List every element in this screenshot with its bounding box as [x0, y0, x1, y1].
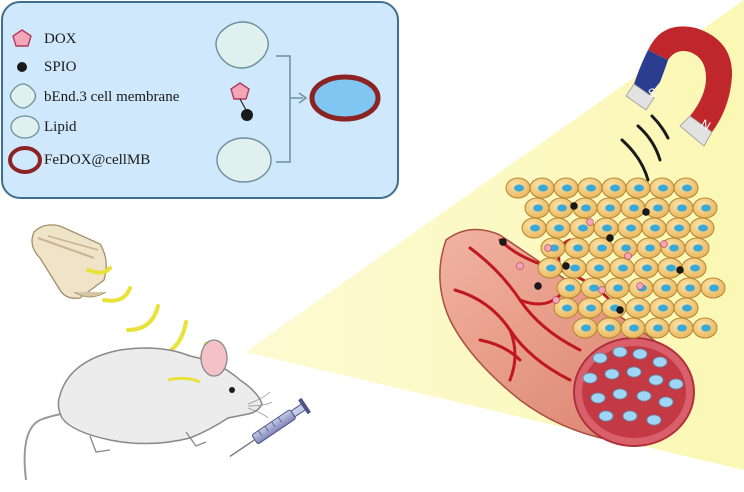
magnetic-field-arcs: [620, 114, 670, 182]
spio-particle: [642, 208, 650, 216]
dox-particle: [516, 262, 524, 270]
spio-particle: [676, 266, 684, 274]
cell-nucleus: [586, 184, 596, 192]
legend-panel: [1, 1, 399, 199]
light-device: [31, 224, 107, 299]
spio-particle: [616, 306, 624, 314]
cell-nucleus: [645, 244, 655, 252]
cell-nucleus: [578, 224, 588, 232]
cell-nucleus: [554, 224, 564, 232]
cell-nucleus: [581, 324, 591, 332]
cell-nucleus: [530, 224, 540, 232]
cell-nucleus: [549, 244, 559, 252]
cell-nucleus: [589, 284, 599, 292]
crossing-particles: [499, 202, 684, 314]
black-dot-icon: [17, 62, 27, 72]
horseshoe-magnet: [625, 26, 733, 147]
dox-particle: [636, 282, 644, 290]
cell-nucleus: [682, 184, 692, 192]
cell-nucleus: [661, 284, 671, 292]
dox-particle: [544, 244, 552, 252]
ellipse-icon: [10, 115, 40, 139]
legend-label-dox: DOX: [44, 31, 77, 47]
cell-nucleus: [701, 204, 711, 212]
cell-nucleus: [562, 304, 572, 312]
cell-nucleus: [565, 284, 575, 292]
vessel-nanoparticles: [582, 346, 684, 426]
cell-nucleus: [709, 284, 719, 292]
red-ring-icon: [8, 146, 42, 174]
cell-nucleus: [613, 284, 623, 292]
legend-label-spio: SPIO: [44, 59, 77, 75]
cell-nucleus: [669, 244, 679, 252]
cell-nucleus: [533, 204, 543, 212]
cell-nucleus: [618, 264, 628, 272]
dox-particle: [598, 286, 606, 294]
cell-nucleus: [658, 184, 668, 192]
spio-particle: [534, 282, 542, 290]
dox-particle: [660, 240, 668, 248]
cell-nucleus: [634, 304, 644, 312]
dox-particle: [586, 218, 594, 226]
cell-nucleus: [546, 264, 556, 272]
cell-nucleus: [666, 264, 676, 272]
cell-nucleus: [597, 244, 607, 252]
cell-nucleus: [629, 324, 639, 332]
spio-particle: [570, 202, 578, 210]
dox-spio-conjugate-dot: [241, 109, 253, 121]
cell-nucleus: [626, 224, 636, 232]
cell-nucleus: [557, 204, 567, 212]
cell-nucleus: [658, 304, 668, 312]
cell-nucleus: [674, 224, 684, 232]
cell-nucleus: [602, 224, 612, 232]
cell-nucleus: [642, 264, 652, 272]
cell-nucleus: [610, 184, 620, 192]
cell-nucleus: [570, 264, 580, 272]
cell-nucleus: [701, 324, 711, 332]
cell-nucleus: [581, 204, 591, 212]
dox-particle: [624, 252, 632, 260]
bracket-symbol: [276, 55, 291, 163]
pentagon-icon: [12, 29, 32, 47]
mouse-illustration: [23, 339, 273, 481]
cell-nucleus: [634, 184, 644, 192]
lipid-shape: [216, 137, 272, 183]
spio-particle: [606, 234, 614, 242]
cell-nucleus: [629, 204, 639, 212]
cell-nucleus: [562, 184, 572, 192]
cell-nucleus: [682, 304, 692, 312]
legend-label-membrane: bEnd.3 cell membrane: [44, 89, 180, 105]
cell-nucleus: [677, 204, 687, 212]
cell-nucleus: [514, 184, 524, 192]
cell-nucleus: [693, 244, 703, 252]
cell-nucleus: [698, 224, 708, 232]
spio-particle: [562, 262, 570, 270]
legend-label-product: FeDOX@cellMB: [44, 152, 151, 168]
cell-nucleus: [650, 224, 660, 232]
cell-nucleus: [677, 324, 687, 332]
cell-nucleus: [573, 244, 583, 252]
spio-particle: [499, 238, 507, 246]
cell-nucleus: [690, 264, 700, 272]
cell-nucleus: [538, 184, 548, 192]
rounded-diamond-icon: [9, 83, 37, 109]
cell-nucleus: [586, 304, 596, 312]
cell-nucleus: [653, 324, 663, 332]
cell-nucleus: [605, 204, 615, 212]
conjugate-linker: [239, 98, 247, 111]
syringe: [229, 397, 311, 458]
cell-nucleus: [594, 264, 604, 272]
cell-nucleus: [621, 244, 631, 252]
membrane-shape: [215, 21, 269, 69]
tumor-cell-cluster: [505, 177, 726, 339]
bracket-arrow-head: [298, 92, 308, 104]
cell-nucleus: [653, 204, 663, 212]
fedox-cellmb-nanoparticle: [309, 74, 381, 122]
dox-particle: [552, 296, 560, 304]
legend-label-lipid: Lipid: [44, 119, 77, 135]
cell-nucleus: [605, 324, 615, 332]
cell-nucleus: [685, 284, 695, 292]
